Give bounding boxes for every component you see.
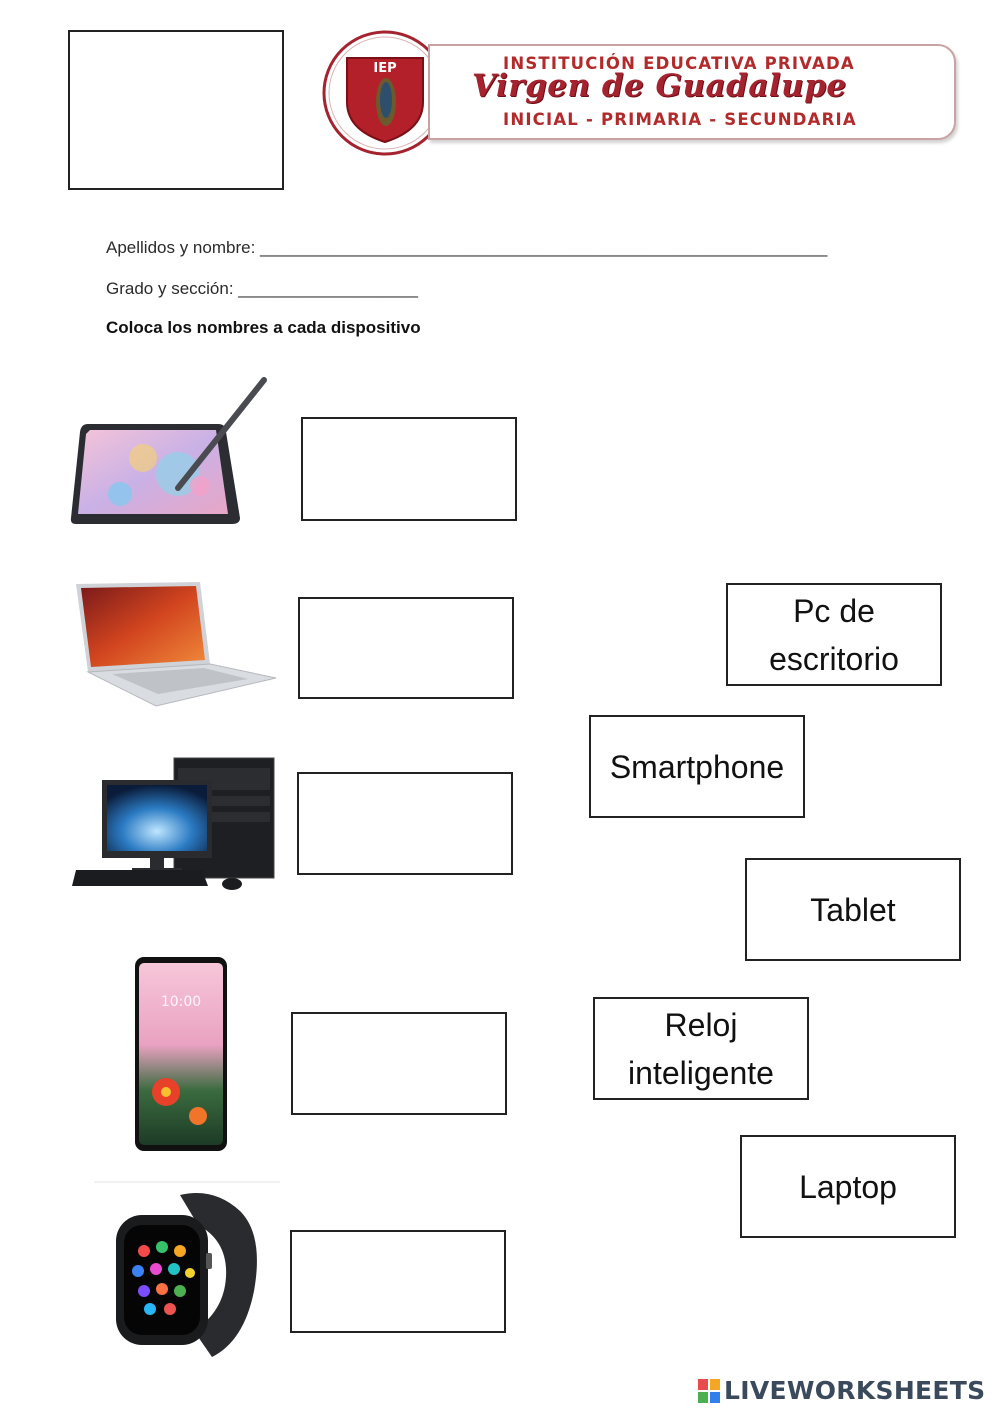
smartphone-image: 10:00 — [135, 957, 227, 1151]
answer-box-smartphone[interactable] — [291, 1012, 507, 1115]
student-photo-box — [68, 30, 284, 190]
liveworksheets-logo: LIVEWORKSHEETS — [698, 1376, 985, 1405]
institution-levels: INICIAL - PRIMARIA - SECUNDARIA — [503, 110, 857, 129]
liveworksheets-icon — [698, 1378, 720, 1403]
answer-box-desktop[interactable] — [297, 772, 513, 875]
name-field[interactable]: Apellidos y nombre: ____________________… — [106, 238, 828, 257]
option-smartphone[interactable]: Smartphone — [589, 715, 805, 818]
seal-text: IEP — [373, 61, 396, 76]
desktop-pc-image — [72, 757, 275, 890]
answer-box-laptop[interactable] — [298, 597, 514, 699]
option-reloj-inteligente[interactable]: Reloj inteligente — [593, 997, 809, 1100]
answer-box-smartwatch[interactable] — [290, 1230, 506, 1333]
tablet-with-stylus-image — [70, 377, 267, 524]
option-tablet[interactable]: Tablet — [745, 858, 961, 961]
watch-app-grid — [132, 1241, 195, 1315]
smartwatch-image — [94, 1181, 280, 1369]
school-seal-logo: IEP — [322, 30, 448, 156]
liveworksheets-brand: LIVEWORKSHEETS — [724, 1376, 986, 1405]
option-pc-de-escritorio[interactable]: Pc de escritorio — [726, 583, 942, 686]
institution-type: INSTITUCIÓN EDUCATIVA PRIVADA — [503, 54, 855, 73]
answer-box-tablet[interactable] — [301, 417, 517, 521]
laptop-image — [76, 582, 277, 707]
option-laptop[interactable]: Laptop — [740, 1135, 956, 1238]
instructions: Coloca los nombres a cada dispositivo — [106, 318, 421, 337]
institution-banner — [428, 44, 956, 140]
svg-text:10:00: 10:00 — [161, 994, 201, 1010]
institution-name: Virgen de Guadalupe — [472, 68, 847, 104]
grade-field[interactable]: Grado y sección: ___________________ — [106, 279, 418, 298]
